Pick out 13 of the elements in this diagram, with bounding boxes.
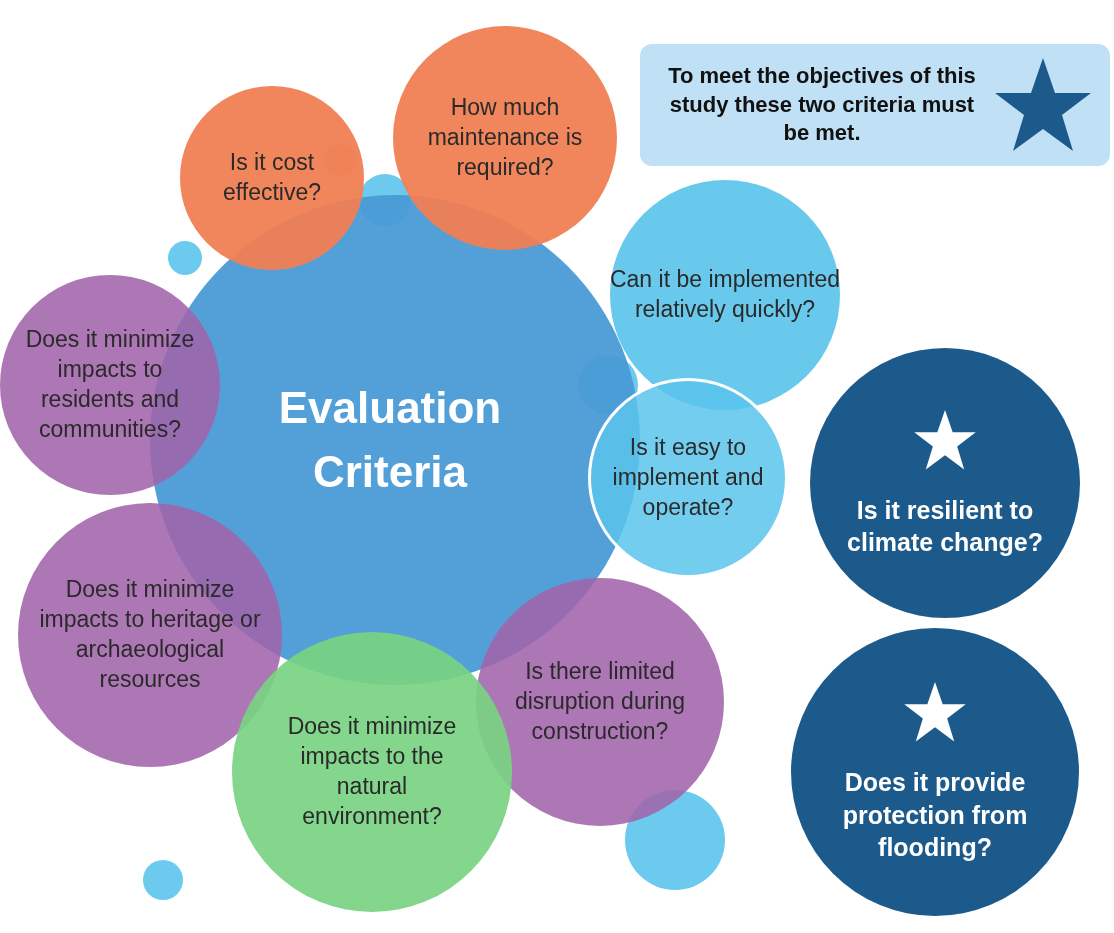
question-text: Does it minimize impacts to heritage or archaeological resources xyxy=(38,575,262,694)
question-text: Is it cost effective? xyxy=(222,148,322,207)
note-text: To meet the objectives of this study these two criteria must be met. xyxy=(667,62,977,148)
question-text: Is there limited disruption during construction? xyxy=(513,657,687,746)
question-text: Does it provide protection from flooding? xyxy=(841,767,1029,864)
title-text: Evaluation Criteria xyxy=(277,382,503,498)
question-text: How much maintenance is required? xyxy=(426,93,584,182)
question-text: Does it minimize impacts to residents and communities? xyxy=(24,325,196,444)
callout-box xyxy=(640,44,1110,166)
question-text: Does it minimize impacts to the natural environment? xyxy=(286,712,458,831)
question-text: Is it easy to implement and operate? xyxy=(611,433,765,522)
question-text: Can it be implemented relatively quickly? xyxy=(608,265,842,324)
question-text: Is it resilient to climate change? xyxy=(846,494,1044,558)
